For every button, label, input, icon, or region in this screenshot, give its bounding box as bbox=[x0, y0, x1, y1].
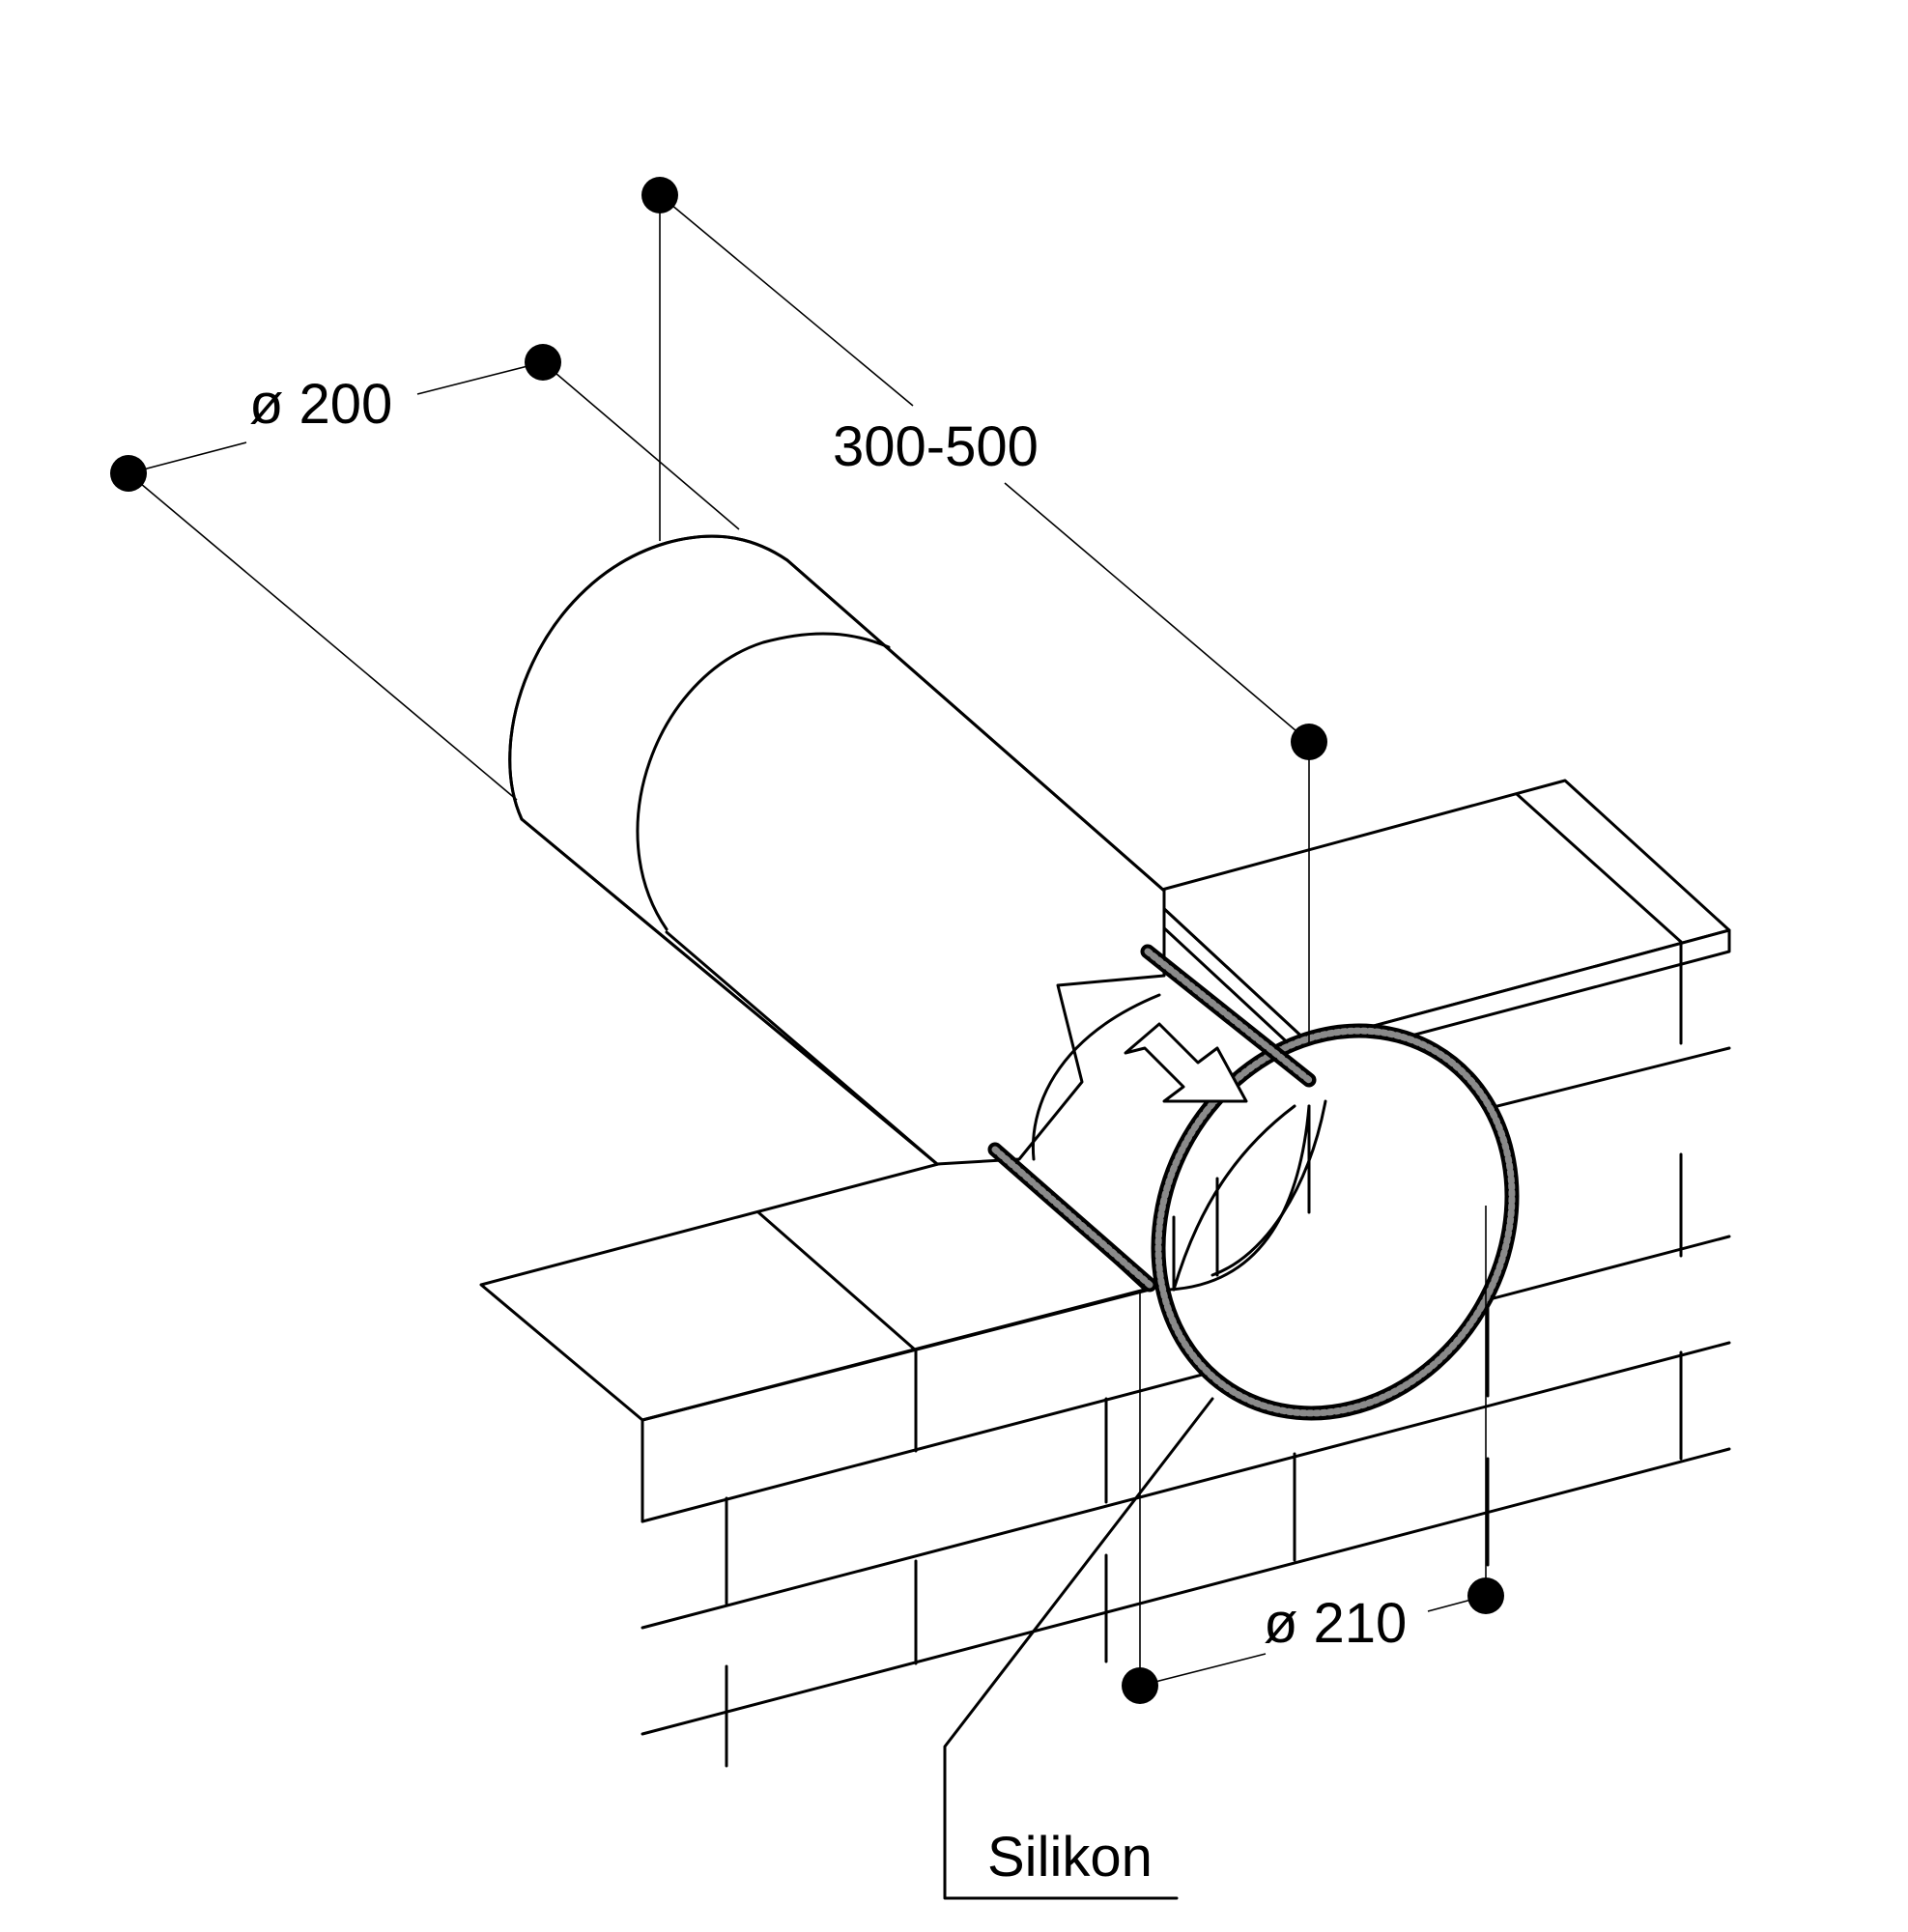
dim-line bbox=[416, 361, 544, 395]
pipe-body bbox=[508, 534, 1166, 1166]
brick-course-3 bbox=[641, 1447, 1731, 1736]
dimension-pipe-length: 300-500 bbox=[641, 177, 1327, 1043]
silicone-seal-joint-top-texture bbox=[1144, 948, 1313, 1084]
dim-line bbox=[1139, 1653, 1267, 1687]
pipe-end-rim bbox=[508, 534, 789, 821]
silicone-seal-texture bbox=[1154, 1027, 1516, 1417]
inner-pipe-curve bbox=[1210, 1099, 1327, 1277]
brick-wall bbox=[479, 1046, 1731, 1768]
dim-line bbox=[1004, 482, 1310, 743]
pipe-top-edge bbox=[785, 558, 1166, 893]
callout-sealant: Silikon bbox=[943, 1397, 1214, 1900]
dimension-point bbox=[1122, 1667, 1158, 1704]
brick-course-right bbox=[1457, 1046, 1731, 1118]
pipe-lower-arc bbox=[1031, 993, 1161, 1161]
brick-course-2 bbox=[641, 1341, 1731, 1630]
dimension-point bbox=[110, 455, 147, 492]
duct-pipe bbox=[508, 534, 1166, 1166]
callout-leader-line bbox=[943, 1397, 1214, 1900]
dimension-opening-diameter: ø 210 bbox=[1122, 1206, 1504, 1704]
dim-line bbox=[128, 472, 518, 801]
wall-opening bbox=[987, 944, 1520, 1421]
dimension-point bbox=[1291, 724, 1327, 760]
brick-course-1 bbox=[641, 1235, 1731, 1523]
dim-line bbox=[128, 441, 247, 474]
slab-top-face bbox=[1146, 779, 1731, 1045]
pipe-bottom-edge bbox=[520, 817, 939, 1166]
dimension-point bbox=[1467, 1577, 1504, 1614]
pipe-length-label: 300-500 bbox=[833, 415, 1039, 478]
silicone-seal-joint-left-texture bbox=[991, 1146, 1153, 1289]
dimension-pipe-diameter: ø 200 bbox=[110, 344, 740, 801]
sealant-label: Silikon bbox=[987, 1826, 1153, 1889]
opening-diameter-label: ø 210 bbox=[1264, 1592, 1407, 1655]
dimension-point bbox=[525, 344, 561, 381]
dim-line bbox=[659, 194, 914, 407]
brick-joint bbox=[756, 1210, 918, 1352]
inner-pipe-curve bbox=[1172, 1104, 1296, 1292]
pipe-band bbox=[636, 632, 891, 931]
wall-front-top-edge bbox=[641, 1288, 1152, 1422]
slab-joint bbox=[1515, 792, 1683, 944]
dimension-point bbox=[641, 177, 678, 213]
pipe-diameter-label: ø 200 bbox=[249, 373, 392, 436]
insertion-arrow-icon bbox=[1124, 1022, 1248, 1103]
inner-pipe-curve bbox=[1167, 1104, 1311, 1292]
dim-line bbox=[542, 361, 740, 530]
